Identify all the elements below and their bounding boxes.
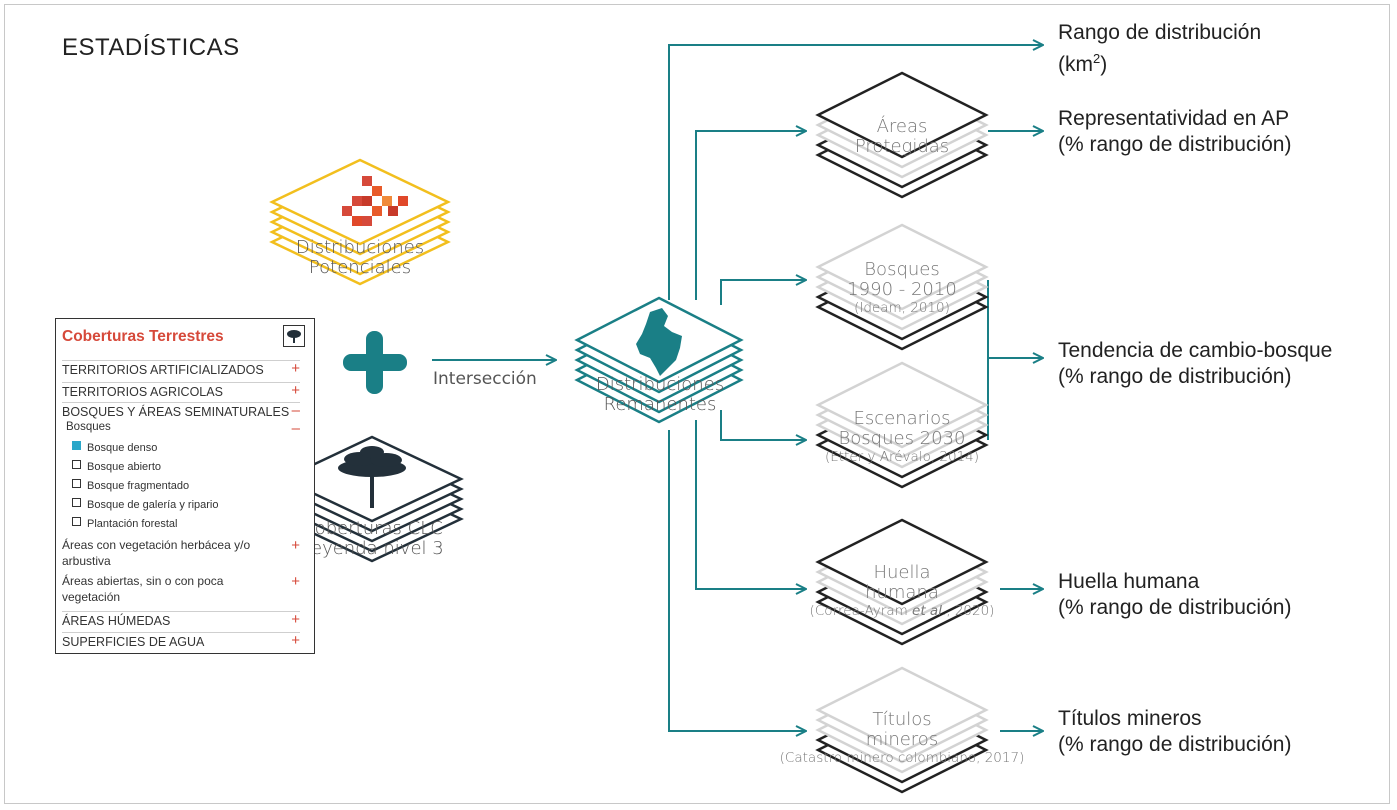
tree-thumbnail-icon: [283, 325, 305, 347]
legend-row[interactable]: Plantación forestal: [62, 517, 300, 530]
output-representatividad: Representatividad en AP(% rango de distr…: [1058, 107, 1292, 156]
legend-row[interactable]: Bosque abierto: [62, 460, 300, 473]
legend-row[interactable]: arbustiva: [62, 554, 300, 568]
figure-frame: [4, 4, 1390, 804]
bosques-stack: [815, 223, 989, 351]
areas-stack: [815, 71, 989, 199]
legend-row-label: arbustiva: [62, 554, 111, 568]
potenciales-stack: [269, 158, 451, 286]
coberturas-legend-panel: Coberturas Terrestres TERRITORIOS ARTIFI…: [55, 318, 315, 654]
legend-checkbox[interactable]: [72, 460, 81, 469]
legend-row-label: Áreas abiertas, sin o con poca: [62, 574, 224, 588]
legend-row-label: Áreas con vegetación herbácea y/o: [62, 538, 251, 552]
legend-row[interactable]: Bosque fragmentado: [62, 479, 300, 492]
output-rango: Rango de distribución (km2): [1058, 21, 1262, 76]
legend-row[interactable]: Bosques –: [62, 420, 300, 437]
escenarios-stack: [815, 361, 989, 489]
legend-row[interactable]: Áreas abiertas, sin o con poca +: [62, 573, 300, 590]
expand-icon[interactable]: +: [291, 537, 300, 554]
output-titulos: Títulos mineros(% rango de distribución): [1058, 707, 1292, 756]
expand-icon[interactable]: +: [291, 632, 300, 649]
legend-row-label: TERRITORIOS AGRICOLAS: [62, 385, 223, 399]
legend-checkbox[interactable]: [72, 479, 81, 488]
legend-row[interactable]: ÁREAS HÚMEDAS +: [62, 611, 300, 628]
colombia-map-icon: [636, 308, 682, 376]
legend-row[interactable]: Bosque de galería y ripario: [62, 498, 300, 511]
expand-icon[interactable]: +: [291, 573, 300, 590]
expand-icon[interactable]: +: [291, 611, 300, 628]
page-title: ESTADÍSTICAS: [62, 34, 240, 61]
titulos-stack: [815, 666, 989, 794]
legend-row[interactable]: TERRITORIOS AGRICOLAS +: [62, 382, 300, 399]
legend-row-label: Bosque fragmentado: [87, 480, 190, 492]
legend-row[interactable]: SUPERFICIES DE AGUA +: [62, 632, 300, 649]
interseccion-label: Intersección: [433, 369, 537, 389]
expand-icon[interactable]: +: [291, 360, 300, 377]
legend-row-label: Bosques: [66, 421, 111, 433]
legend-row[interactable]: TERRITORIOS ARTIFICIALIZADOS +: [62, 360, 300, 377]
plus-icon: [343, 331, 407, 394]
legend-row-label: ÁREAS HÚMEDAS: [62, 614, 171, 628]
legend-row-label: Bosque abierto: [87, 461, 161, 473]
expand-icon[interactable]: +: [291, 382, 300, 399]
connectors: [668, 45, 1043, 731]
legend-row[interactable]: vegetación: [62, 590, 300, 604]
legend-row-label: Bosque denso: [87, 442, 158, 454]
huella-stack: [815, 518, 989, 646]
legend-row[interactable]: BOSQUES Y ÁREAS SEMINATURALES–: [62, 402, 300, 419]
legend-row-label: Bosque de galería y ripario: [87, 499, 219, 511]
legend-row-label: Plantación forestal: [87, 518, 178, 530]
collapse-icon[interactable]: –: [291, 402, 300, 419]
collapse-icon[interactable]: –: [291, 420, 300, 437]
potenciales-pixels-icon: [342, 176, 408, 226]
legend-row-label: BOSQUES Y ÁREAS SEMINATURALES: [62, 405, 290, 419]
legend-row[interactable]: Áreas con vegetación herbácea y/o +: [62, 537, 300, 554]
legend-checkbox[interactable]: [72, 498, 81, 507]
legend-checkbox[interactable]: [72, 441, 81, 450]
legend-row-label: vegetación: [62, 590, 121, 604]
legend-row[interactable]: Bosque denso: [62, 441, 300, 454]
legend-title: Coberturas Terrestres: [62, 328, 224, 345]
legend-row-label: TERRITORIOS ARTIFICIALIZADOS: [62, 363, 264, 377]
output-huella: Huella humana(% rango de distribución): [1058, 570, 1292, 619]
legend-checkbox[interactable]: [72, 517, 81, 526]
output-tendencia: Tendencia de cambio-bosque(% rango de di…: [1058, 339, 1333, 388]
tree-icon: [338, 446, 406, 508]
legend-row-label: SUPERFICIES DE AGUA: [62, 635, 205, 649]
